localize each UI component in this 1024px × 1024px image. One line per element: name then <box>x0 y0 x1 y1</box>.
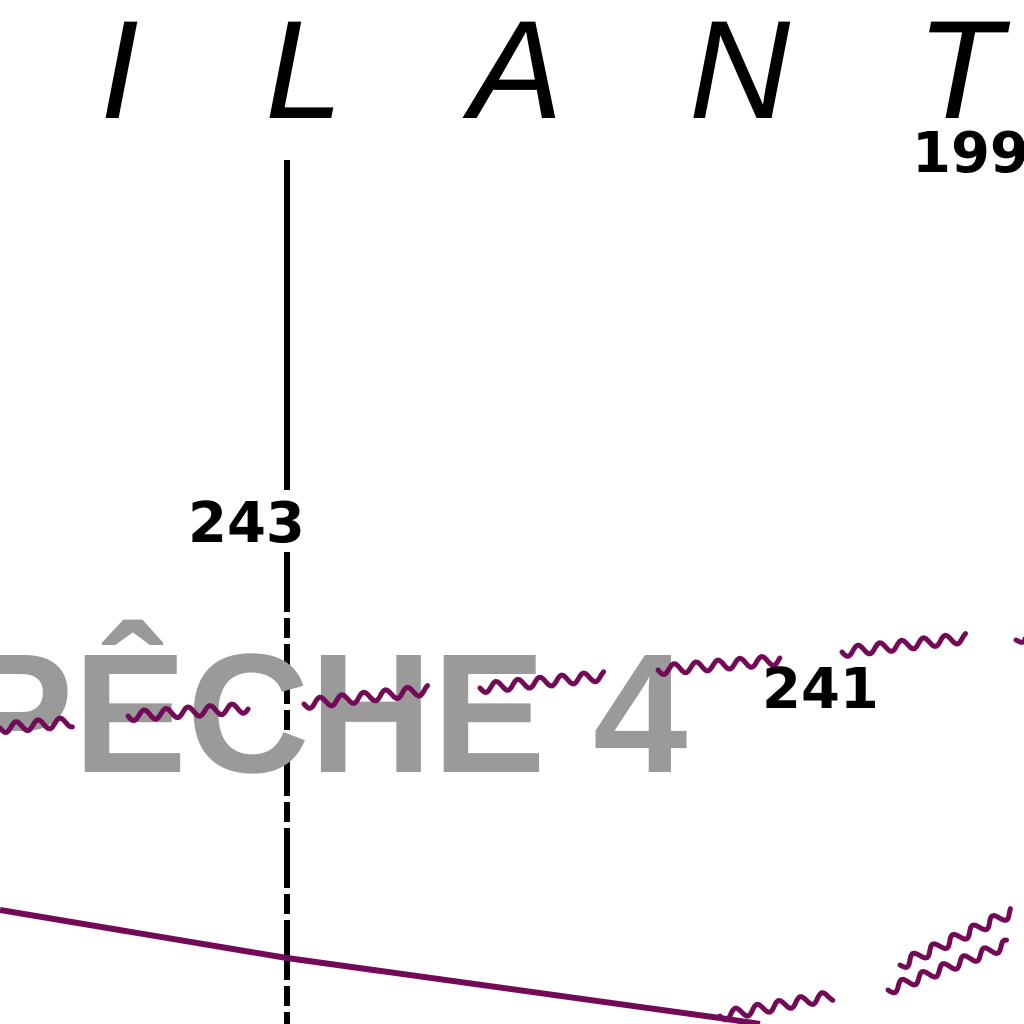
fishing-zone-label: PÊCHE 4 <box>0 619 687 809</box>
wavy-line-segment-1 <box>125 701 251 723</box>
wavy-line-segment-2 <box>301 683 430 711</box>
wavy-line-segment-4 <box>655 654 783 677</box>
wavy-line-segment-8 <box>885 937 1009 996</box>
sounding-241: 241 <box>762 657 879 722</box>
wavy-line-segment-5 <box>839 631 968 659</box>
wavy-line-segment-9 <box>897 906 1013 970</box>
sounding-199: 199 <box>912 121 1024 186</box>
wavy-line-segment-3 <box>477 669 607 695</box>
wavy-limit-lines <box>0 631 1024 1023</box>
sounding-243: 243 <box>188 491 305 556</box>
wavy-line-segment-7 <box>717 990 836 1023</box>
chart-title-fragment: ILANT <box>100 0 1024 148</box>
wavy-line-segment-0 <box>0 715 75 735</box>
wavy-line-segment-6 <box>1013 636 1024 645</box>
zone-limit-line <box>0 907 761 1024</box>
